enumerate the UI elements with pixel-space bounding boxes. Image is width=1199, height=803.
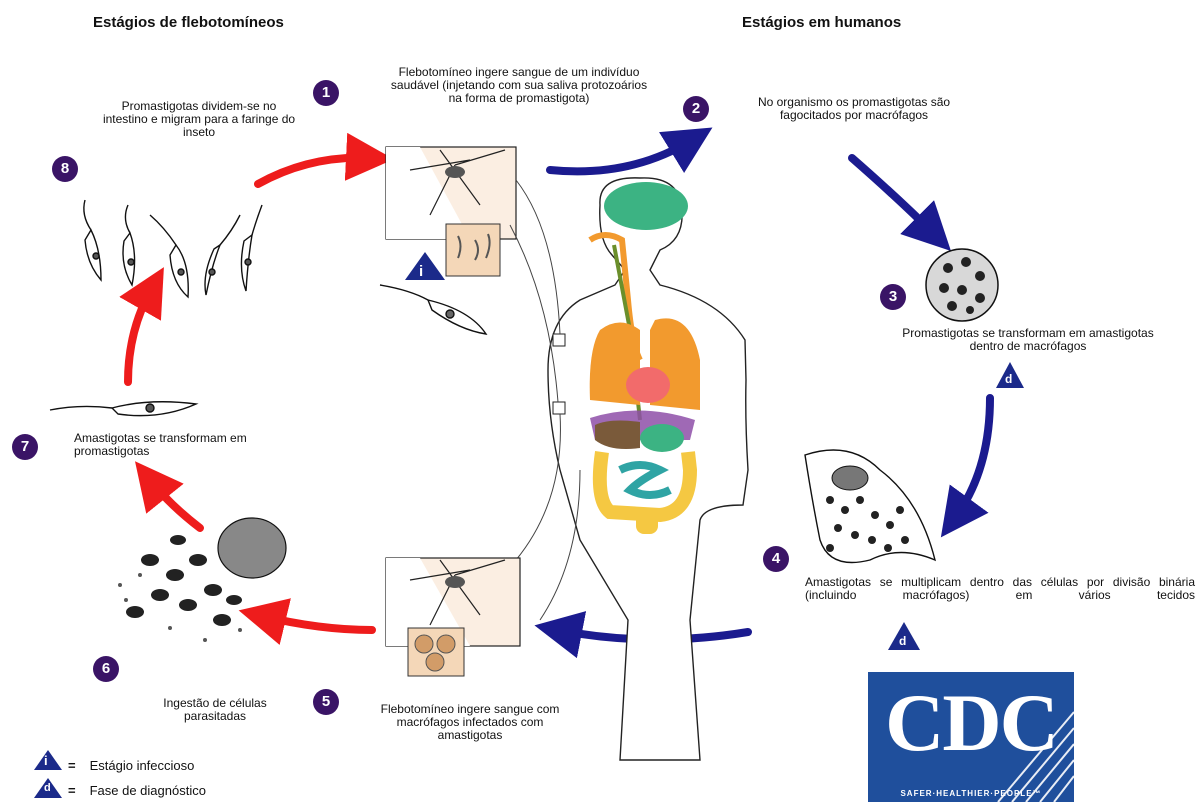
- sample-marker-lower: [553, 402, 565, 414]
- step-caption-8: Promastigotas dividem-se no intestino e …: [98, 100, 300, 139]
- promastigote-drawing: [380, 285, 486, 334]
- legend-label-infective: Estágio infeccioso: [90, 758, 195, 773]
- step-badge-5: 5: [313, 689, 339, 715]
- step-caption-1: Flebotomíneo ingere sangue de um indivíd…: [386, 66, 652, 105]
- cdc-logo: CDC SAFER·HEALTHIER·PEOPLE™: [868, 672, 1074, 802]
- bladder: [636, 508, 658, 534]
- arrow-8-to-1: [258, 158, 370, 184]
- arrow-2-to-3: [852, 158, 934, 234]
- step-caption-7: Amastigotas se transformam em promastigo…: [74, 432, 324, 458]
- step-badge-7: 7: [12, 434, 38, 460]
- step-caption-6: Ingestão de células parasitadas: [143, 697, 287, 723]
- sandfly-stages-heading: Estágios de flebotomíneos: [93, 14, 284, 31]
- sample-marker-upper: [553, 334, 565, 346]
- legend-equals-diagnostic: =: [68, 783, 76, 798]
- legend-equals-infective: =: [68, 758, 76, 773]
- step-badge-3: 3: [880, 284, 906, 310]
- infective-marker-letter: i: [419, 263, 423, 280]
- infective-marker-triangle: [405, 252, 445, 280]
- step-badge-4: 4: [763, 546, 789, 572]
- human-body-figure: [510, 178, 748, 760]
- sandfly-feeding-panel-top: [386, 147, 516, 276]
- legend-row-infective: = Estágio infeccioso: [64, 758, 194, 773]
- transforming-promastigote: [50, 402, 196, 416]
- diagnostic-marker-letter-lower: d: [899, 634, 906, 648]
- legend-infective-letter: i: [44, 753, 48, 768]
- step-caption-4: Amastigotas se multiplicam dentro das cé…: [805, 576, 1195, 602]
- arrow-3-to-4: [955, 398, 990, 518]
- sandfly-feeding-panel-bottom: [386, 558, 520, 676]
- legend-label-diagnostic: Fase de diagnóstico: [90, 783, 206, 798]
- arrow-1-to-2: [550, 140, 692, 171]
- stomach: [640, 424, 684, 452]
- step-badge-8: 8: [52, 156, 78, 182]
- parasitized-cells: [118, 518, 286, 642]
- human-stages-heading: Estágios em humanos: [742, 14, 901, 31]
- brain: [604, 182, 688, 230]
- diagnostic-marker-letter-upper: d: [1005, 372, 1012, 386]
- promastigotes-group: [84, 200, 262, 297]
- step-badge-1: 1: [313, 80, 339, 106]
- macrophage-with-amastigotes: [926, 249, 998, 321]
- infected-tissue-cell: [805, 450, 935, 563]
- heart: [626, 367, 670, 403]
- arrow-7-to-8: [128, 288, 152, 382]
- step-caption-5: Flebotomíneo ingere sangue com macrófago…: [370, 703, 570, 742]
- step-badge-6: 6: [93, 656, 119, 682]
- step-badge-2: 2: [683, 96, 709, 122]
- legend-diagnostic-letter: d: [44, 782, 51, 794]
- step-caption-3: Promastigotas se transformam em amastigo…: [897, 327, 1159, 353]
- arrow-6-to-7: [150, 480, 200, 528]
- cdc-tagline: SAFER·HEALTHIER·PEOPLE™: [868, 789, 1074, 798]
- legend-triangle-infective: [34, 750, 62, 770]
- legend-row-diagnostic: = Fase de diagnóstico: [64, 783, 206, 798]
- step-caption-2: No organismo os promastigotas são fagoci…: [738, 96, 970, 122]
- arrow-5-to-6: [262, 616, 372, 630]
- cdc-wordmark: CDC: [868, 676, 1074, 770]
